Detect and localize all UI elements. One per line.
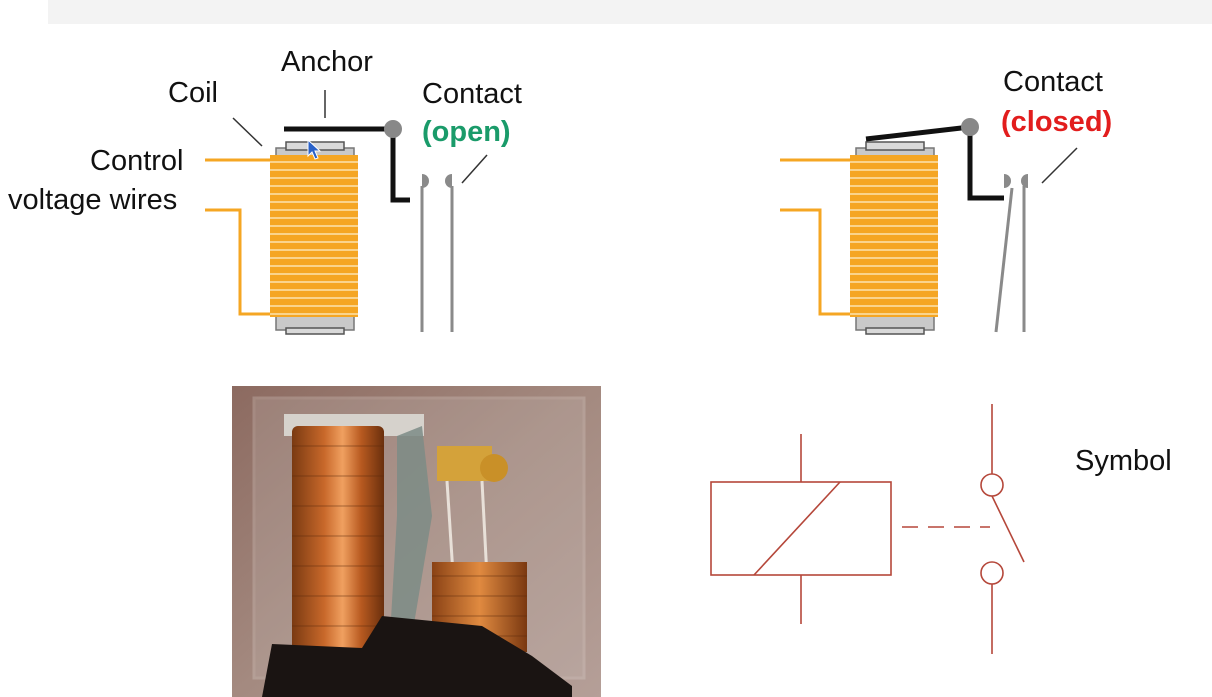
contact-label-right: Contact	[1003, 66, 1103, 98]
control-wires-left	[205, 158, 270, 316]
contact-label-left: Contact	[422, 78, 522, 110]
contact-closed	[994, 186, 1026, 333]
anchor-label: Anchor	[281, 46, 373, 78]
coil-label: Coil	[168, 77, 218, 109]
control-label-line2: voltage wires	[8, 184, 178, 216]
anchor-left	[284, 126, 410, 203]
symbol-label: Symbol	[1075, 445, 1172, 477]
relay-symbol	[710, 404, 1025, 654]
coil-right	[850, 155, 938, 317]
mouse-cursor	[307, 138, 322, 160]
control-label-line1: Control	[90, 145, 184, 177]
relay-closed	[780, 118, 1078, 335]
open-label: (open)	[422, 116, 511, 148]
closed-label: (closed)	[1001, 106, 1113, 138]
relay-photo	[232, 386, 601, 697]
top-bar	[48, 0, 1212, 24]
contact-open	[420, 186, 454, 332]
relay-open	[205, 90, 488, 335]
coil-left	[270, 155, 358, 317]
anchor-right	[865, 124, 1004, 201]
